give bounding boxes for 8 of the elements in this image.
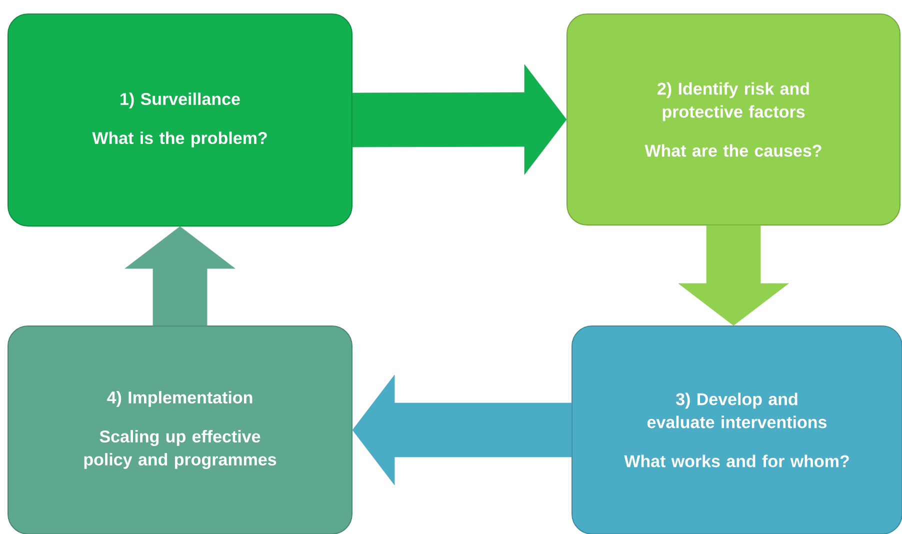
- block-arrow: [124, 226, 236, 326]
- process-box: 2) Identify risk and protective factors What are the causes?: [566, 14, 900, 226]
- block-arrow: [678, 225, 789, 326]
- process-box: 1) Surveillance What is the problem?: [8, 14, 352, 226]
- process-box: 4) Implementation Scaling up effective policy and programmes: [8, 326, 352, 534]
- process-box: 3) Develop and evaluate interventions What works and for whom?: [572, 326, 902, 534]
- block-arrow: [352, 64, 567, 175]
- block-arrow: [352, 374, 572, 486]
